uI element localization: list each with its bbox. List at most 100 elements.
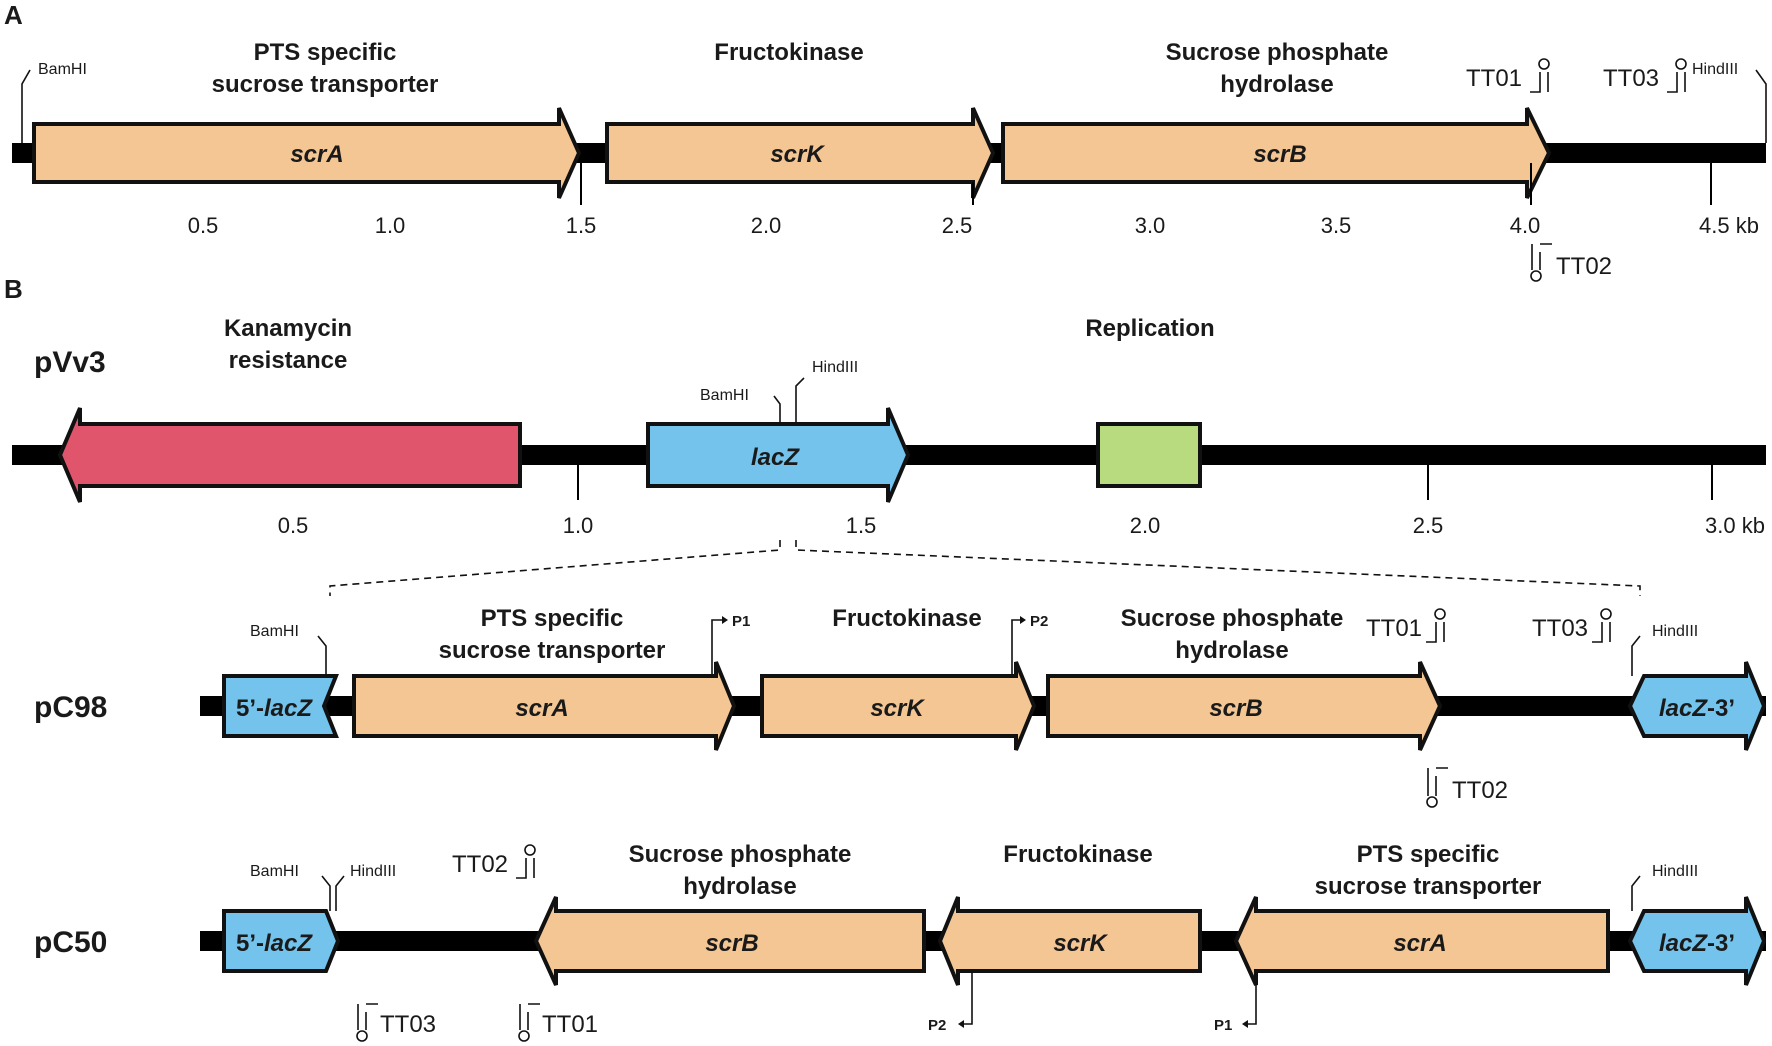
scrk-arrow-pc50 xyxy=(937,896,1202,986)
tt01-hairpin-pc98 xyxy=(1426,608,1446,643)
bamhi-site-line-a xyxy=(21,69,31,143)
insertion-dash-right xyxy=(795,540,1641,596)
scrk-label-pc98: scrK xyxy=(870,695,925,722)
tick-pvv3-1: 1.0 xyxy=(563,513,594,538)
scrb-function-line2-a: hydrolase xyxy=(1220,71,1333,98)
tick-a-8: 4.5 kb xyxy=(1699,213,1759,238)
kanamycin-label-line2: resistance xyxy=(229,347,348,374)
tt02-label-pc98: TT02 xyxy=(1452,777,1508,804)
axis-pvv3 xyxy=(577,465,1713,500)
lacz3-label-pc98: lacZ-3’ xyxy=(1659,695,1735,722)
tick-pvv3-0: 0.5 xyxy=(278,513,309,538)
scrb-arrow-pc50 xyxy=(533,896,926,986)
tt03-hairpin-pc98 xyxy=(1592,608,1612,643)
hindiii-label-pc50: HindIII xyxy=(350,863,396,880)
tick-pvv3-3: 2.0 xyxy=(1130,513,1161,538)
p2-promoter-pc98 xyxy=(1011,616,1026,676)
lacz-arrow-pvv3 xyxy=(646,407,911,503)
p1-promoter-pc50 xyxy=(1242,971,1257,1028)
lacz3-fragment-pc50 xyxy=(1627,896,1767,986)
replication-box xyxy=(1096,422,1202,488)
scrk-arrow-a xyxy=(605,107,996,199)
panel-label-b: B xyxy=(4,274,23,304)
bamhi-label-a: BamHI xyxy=(38,61,87,78)
scrk-label-a: scrK xyxy=(770,141,825,168)
tt03-label-a: TT03 xyxy=(1603,65,1659,92)
lacz-label-pvv3: lacZ xyxy=(751,444,800,471)
scra-function-line2-pc98: sucrose transporter xyxy=(439,637,666,664)
scrb-arrow-pc98 xyxy=(1046,661,1443,751)
tt02-hairpin-pc98 xyxy=(1426,767,1448,808)
axis-a xyxy=(580,163,1712,205)
panel-label-a: A xyxy=(4,0,23,30)
scrk-label-pc50: scrK xyxy=(1053,930,1108,957)
hindiii-site-line-pvv3 xyxy=(795,377,805,424)
lacz5-fragment-pc50 xyxy=(222,909,341,973)
hindiii-label-a: HindIII xyxy=(1692,61,1738,78)
hindiii-label-pvv3: HindIII xyxy=(812,359,858,376)
scrk-function-pc98: Fructokinase xyxy=(832,605,981,632)
scrb-label-pc98: scrB xyxy=(1209,695,1262,722)
bamhi-site-line-pc98 xyxy=(317,635,327,676)
bamhi-label-pc98: BamHI xyxy=(250,623,299,640)
tick-pvv3-5: 3.0 kb xyxy=(1705,513,1765,538)
hindiii-site-line-pc50 xyxy=(335,875,345,911)
scra-arrow-pc98 xyxy=(352,661,737,751)
pc50-name: pC50 xyxy=(34,926,107,959)
scra-label-a: scrA xyxy=(290,141,343,168)
p2-label-pc50: P2 xyxy=(928,1017,946,1034)
tick-a-1: 1.0 xyxy=(375,213,406,238)
tt01-label-a: TT01 xyxy=(1466,65,1522,92)
tt02-label-a: TT02 xyxy=(1556,253,1612,280)
scrb-function-line2-pc98: hydrolase xyxy=(1175,637,1288,664)
scrb-function-line1-pc50: Sucrose phosphate xyxy=(629,841,852,868)
p2-label-pc98: P2 xyxy=(1030,613,1048,630)
bamhi-label-pvv3: BamHI xyxy=(700,387,749,404)
scrb-function-line1-a: Sucrose phosphate xyxy=(1166,39,1389,66)
tt03-label-pc50: TT03 xyxy=(380,1011,436,1038)
tick-pvv3-2: 1.5 xyxy=(846,513,877,538)
tt02-label-pc50: TT02 xyxy=(452,851,508,878)
lacz3-fragment-pc98 xyxy=(1627,661,1767,751)
tt02-hairpin-pc50 xyxy=(516,844,536,879)
scrk-function-a: Fructokinase xyxy=(714,39,863,66)
p2-promoter-pc50 xyxy=(958,971,973,1028)
tick-pvv3-4: 2.5 xyxy=(1413,513,1444,538)
hindiii-label-pc98: HindIII xyxy=(1652,623,1698,640)
scrb-label-a: scrB xyxy=(1253,141,1306,168)
scrb-arrow-a xyxy=(1001,107,1552,199)
p1-promoter-pc98 xyxy=(711,616,728,676)
p1-label-pc50: P1 xyxy=(1214,1017,1232,1034)
tick-a-3: 2.0 xyxy=(751,213,782,238)
replication-label: Replication xyxy=(1085,315,1214,342)
scra-arrow-pc50 xyxy=(1233,896,1610,986)
hindiii-site-line-a xyxy=(1755,69,1767,143)
p1-label-pc98: P1 xyxy=(732,613,750,630)
scra-function-line2-pc50: sucrose transporter xyxy=(1315,873,1542,900)
scrb-function-line2-pc50: hydrolase xyxy=(683,873,796,900)
tick-a-5: 3.0 xyxy=(1135,213,1166,238)
scra-function-line2-a: sucrose transporter xyxy=(212,71,439,98)
lacz5-fragment-pc98 xyxy=(222,674,339,738)
hindiii-site-line-right-pc50 xyxy=(1631,875,1641,911)
hindiii-label-right-pc50: HindIII xyxy=(1652,863,1698,880)
scra-function-line1-pc98: PTS specific xyxy=(481,605,624,632)
kanamycin-arrow xyxy=(57,407,522,503)
scra-arrow-a xyxy=(32,107,582,199)
tick-a-2: 1.5 xyxy=(566,213,597,238)
tick-a-4: 2.5 xyxy=(942,213,973,238)
tt03-hairpin-pc50 xyxy=(356,1003,378,1042)
tt01-label-pc98: TT01 xyxy=(1366,615,1422,642)
lacz5-label-pc50: 5’-lacZ xyxy=(236,930,313,957)
lacz5-label-pc98: 5’-lacZ xyxy=(236,695,313,722)
insertion-dash-left xyxy=(329,540,781,596)
lacz3-label-pc50: lacZ-3’ xyxy=(1659,930,1735,957)
tt01-hairpin-pc50 xyxy=(518,1003,540,1042)
scra-label-pc98: scrA xyxy=(515,695,568,722)
scra-function-line1-pc50: PTS specific xyxy=(1357,841,1500,868)
tt01-hairpin-a xyxy=(1530,58,1550,93)
tick-a-6: 3.5 xyxy=(1321,213,1352,238)
scra-function-line1-a: PTS specific xyxy=(254,39,397,66)
tt03-hairpin-a xyxy=(1667,58,1687,93)
